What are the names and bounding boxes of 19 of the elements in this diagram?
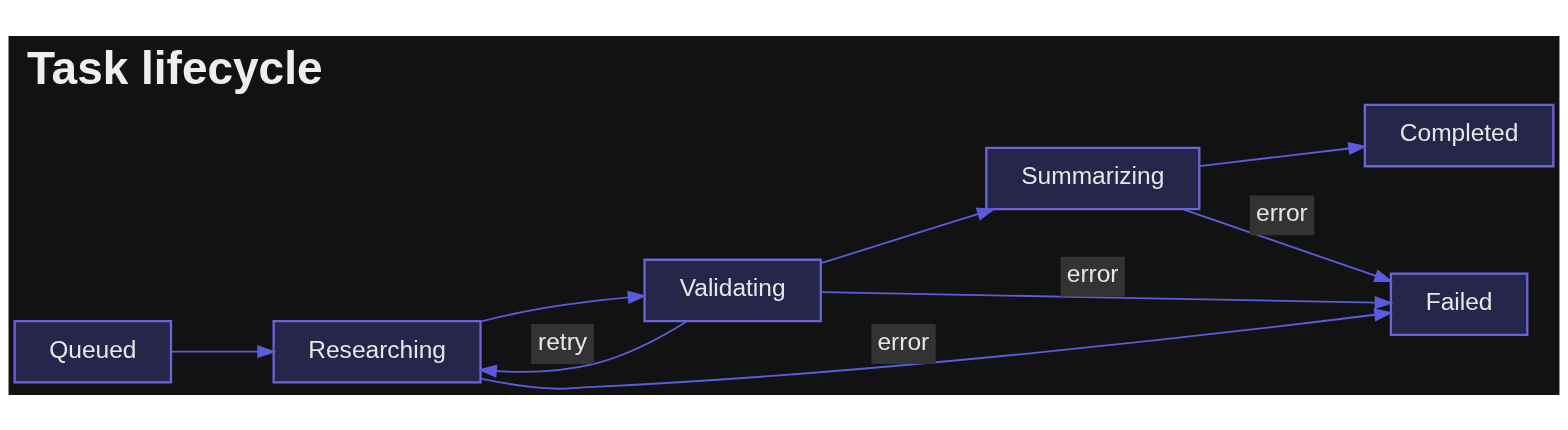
arrow <box>170 344 277 358</box>
node-box: Validating <box>643 258 822 322</box>
node-box: Summarizing <box>985 146 1201 210</box>
arrow <box>820 290 1394 309</box>
arrow <box>820 207 996 264</box>
arrow <box>1198 141 1368 167</box>
edge-label: error <box>877 327 930 355</box>
node-box: Completed <box>1363 103 1555 167</box>
node-box: Failed <box>1389 271 1529 336</box>
edge-label: error <box>1066 259 1119 287</box>
edge-label: retry <box>538 327 588 355</box>
node-box: Queued <box>13 319 173 383</box>
arrow <box>477 319 688 378</box>
diagram-title: Task lifecycle <box>26 41 323 94</box>
edge-label: error <box>1256 198 1308 226</box>
arrow <box>479 290 647 322</box>
arrow <box>479 307 1394 390</box>
arrow <box>1182 207 1394 282</box>
node-box: Researching <box>272 319 482 383</box>
